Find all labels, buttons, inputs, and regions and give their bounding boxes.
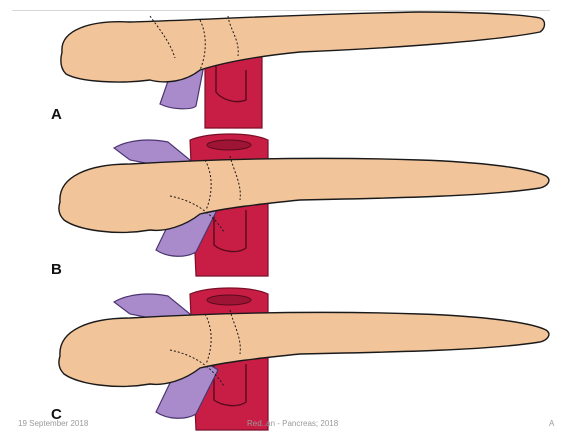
panel-b-vessel-lumen (207, 140, 251, 150)
footer-title: Red..an - Pancreas; 2018 (247, 419, 338, 428)
panel-c-vessel-lumen (207, 295, 251, 305)
footer-date: 19 September 2018 (18, 419, 88, 428)
panel-label-b: B (51, 261, 62, 278)
panel-label-a: A (51, 106, 62, 123)
panel-b-drawing (59, 134, 549, 276)
panel-c-drawing (59, 288, 549, 430)
footer-page-number: A (549, 419, 554, 428)
panel-a-drawing (61, 12, 545, 128)
panel-c-pancreas (59, 312, 549, 386)
panel-b-pancreas (59, 158, 549, 232)
panel-a-pancreas (61, 12, 545, 82)
